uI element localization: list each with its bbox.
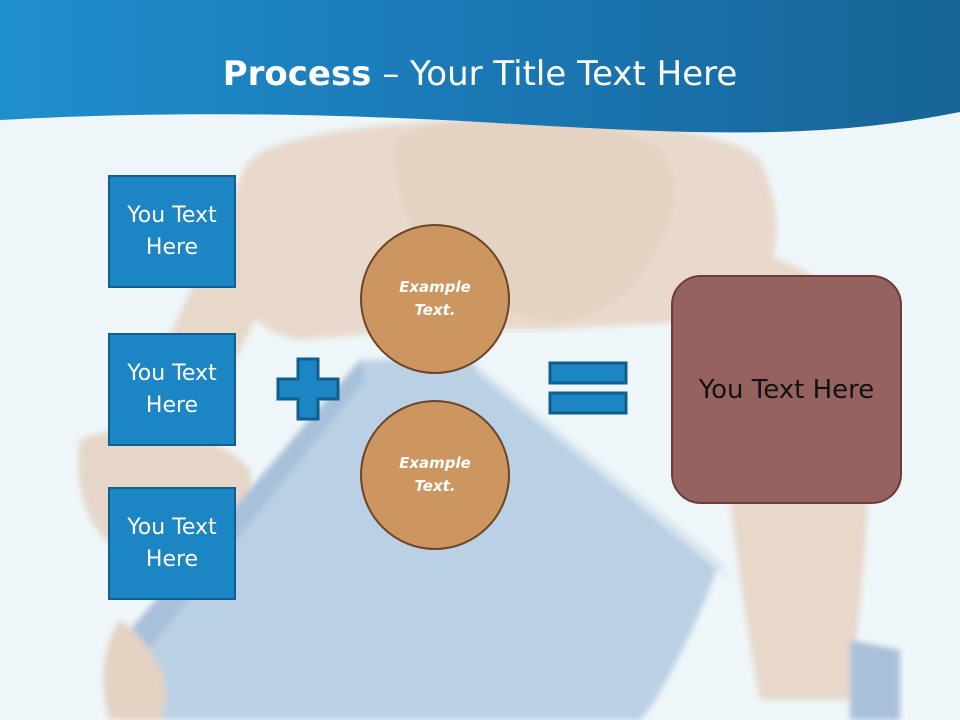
title-rest: – Your Title Text Here bbox=[371, 54, 738, 94]
result-box[interactable]: You Text Here bbox=[671, 275, 902, 504]
header-band bbox=[0, 0, 960, 133]
equals-icon bbox=[548, 361, 628, 415]
example-circle-2[interactable]: Example Text. bbox=[360, 400, 510, 550]
example-circle-1[interactable]: Example Text. bbox=[360, 224, 510, 374]
left-text-box-1[interactable]: You Text Here bbox=[108, 175, 236, 288]
title-bold: Process bbox=[222, 54, 372, 94]
left-text-box-label: You Text Here bbox=[127, 514, 217, 572]
left-text-box-2[interactable]: You Text Here bbox=[108, 333, 236, 446]
plus-icon bbox=[276, 357, 340, 421]
circle-label: Example Text. bbox=[399, 454, 471, 495]
result-label: You Text Here bbox=[698, 374, 875, 405]
page-title: Process – Your Title Text Here bbox=[0, 52, 960, 96]
circle-label: Example Text. bbox=[399, 278, 471, 319]
left-text-box-label: You Text Here bbox=[127, 202, 217, 260]
left-text-box-label: You Text Here bbox=[127, 360, 217, 418]
left-text-box-3[interactable]: You Text Here bbox=[108, 487, 236, 600]
